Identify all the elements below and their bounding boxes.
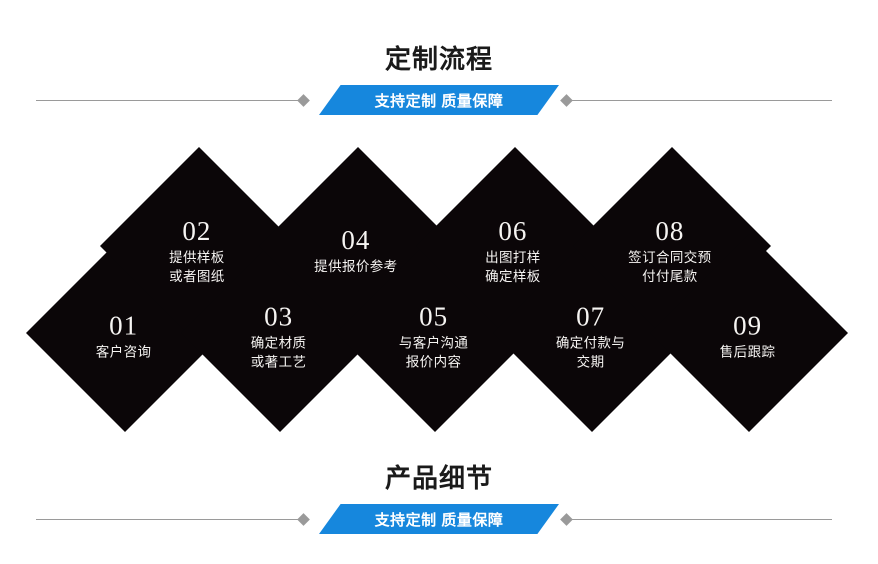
- section-header-bottom: 产品细节 支持定制 质量保障: [0, 461, 878, 551]
- flow-step-label: 签订合同交预 付付尾款: [628, 249, 712, 284]
- flow-step-number: 08: [655, 215, 685, 246]
- tagline-banner-bottom: 支持定制 质量保障: [319, 504, 559, 534]
- flow-step-number: 02: [182, 215, 212, 246]
- diamond-bullet-icon-right: [560, 94, 573, 107]
- section-header-top: 定制流程 支持定制 质量保障: [0, 42, 878, 132]
- diamond-bullet-icon-left: [297, 513, 310, 526]
- flow-step-number: 05: [419, 300, 449, 331]
- page-title-bottom: 产品细节: [384, 463, 493, 493]
- flow-step-label: 出图打样 确定样板: [485, 249, 541, 284]
- flow-step-label: 提供样板 或者图纸: [169, 249, 225, 284]
- tagline-banner-bottom-text: 支持定制 质量保障: [374, 511, 504, 529]
- flow-step-number: 06: [498, 215, 528, 246]
- flow-step-number: 04: [341, 225, 371, 256]
- flow-step-number: 03: [264, 300, 294, 331]
- flow-step-content: 09 售后跟踪: [678, 262, 818, 406]
- flow-step-number: 07: [576, 300, 606, 331]
- flow-step-label: 确定材质 或著工艺: [250, 334, 307, 369]
- header-rule-right: [564, 519, 832, 520]
- flow-step-label: 售后跟踪: [719, 344, 776, 360]
- flow-step-number: 01: [109, 310, 139, 341]
- diamond-bullet-icon-right: [560, 513, 573, 526]
- diamond-bullet-icon-left: [297, 94, 310, 107]
- flow-step-label: 与客户沟通 报价内容: [398, 334, 469, 369]
- flow-step-label: 提供报价参考: [314, 259, 398, 275]
- header-rule-left: [36, 100, 306, 101]
- tagline-banner-top: 支持定制 质量保障: [319, 85, 559, 115]
- header-rule-left: [36, 519, 306, 520]
- flow-step-label: 客户咨询: [95, 344, 152, 360]
- header-rule-right: [564, 100, 832, 101]
- flow-step-label: 确定付款与 交期: [555, 334, 626, 369]
- flow-step-number: 09: [733, 310, 763, 341]
- tagline-banner-top-text: 支持定制 质量保障: [374, 92, 504, 110]
- page-title-top: 定制流程: [384, 44, 493, 74]
